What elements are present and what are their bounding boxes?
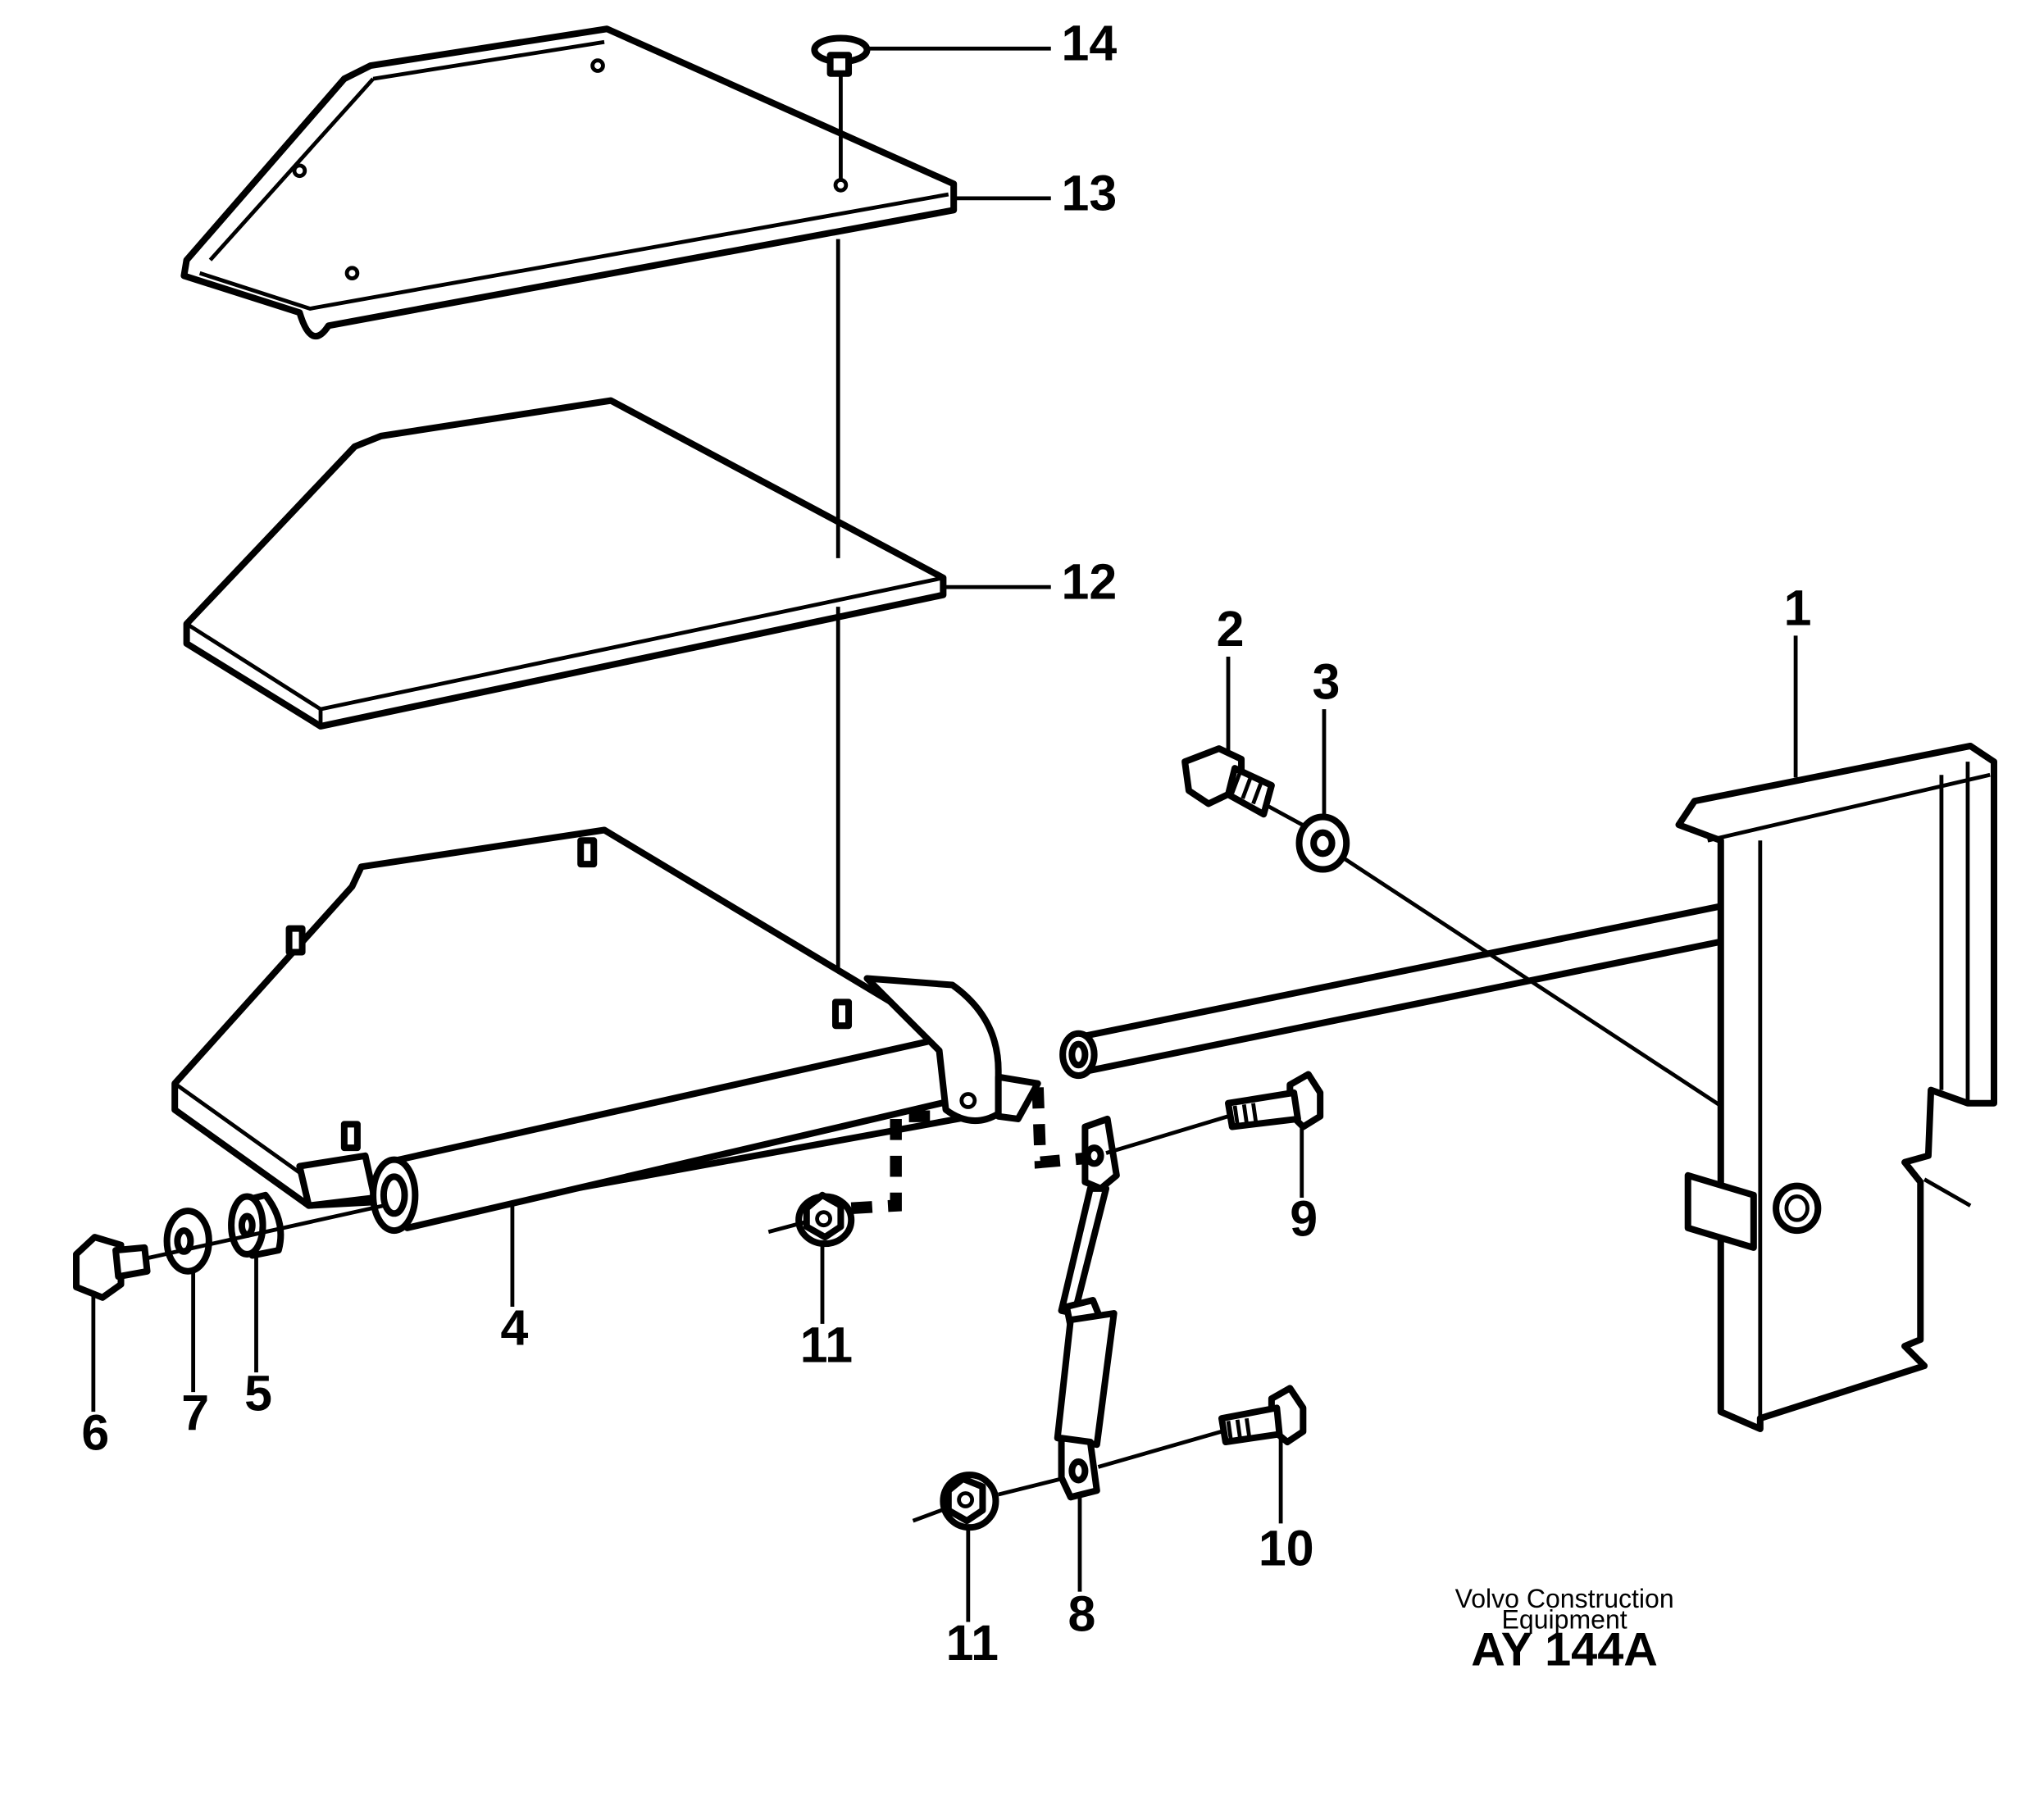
part-8-gas-strut: [1054, 1115, 1120, 1501]
drawing-code: AY 144A: [1471, 1623, 1658, 1676]
part-9-bolt: [1225, 1071, 1324, 1130]
callout-10: 10: [1259, 1521, 1314, 1576]
part-10-bolt: [1218, 1385, 1307, 1446]
callout-5: 5: [244, 1366, 272, 1422]
dashed-route-lower: [1031, 1087, 1086, 1169]
callout-leaders: [91, 46, 1798, 1622]
callout-2: 2: [1217, 601, 1245, 657]
part-1-frame: [1059, 742, 1998, 1433]
callout-6: 6: [81, 1405, 109, 1461]
part-6-bolt: [73, 1234, 151, 1301]
maker-line-2: Equipment: [1502, 1605, 1627, 1635]
part-2-bolt: [1181, 745, 1309, 830]
axis-line-left: [147, 1203, 385, 1261]
callout-12: 12: [1062, 554, 1118, 610]
part-12-cushion: [183, 397, 947, 730]
callout-9: 9: [1290, 1191, 1318, 1247]
callout-11-upper: 11: [800, 1317, 853, 1372]
callout-7: 7: [181, 1385, 209, 1441]
callout-14: 14: [1062, 16, 1118, 71]
maker-line-1: Volvo Construction: [1455, 1584, 1674, 1613]
part-7-washer: [163, 1208, 212, 1275]
callout-1: 1: [1784, 580, 1812, 636]
callout-13: 13: [1062, 165, 1118, 221]
callout-3: 3: [1313, 653, 1341, 709]
part-11-nut-upper: [795, 1191, 855, 1248]
part-11-nut-lower: [940, 1472, 999, 1531]
part-3-washer: [1295, 813, 1350, 873]
dashed-route-upper: [850, 1110, 944, 1215]
callout-8: 8: [1068, 1586, 1096, 1642]
callout-4: 4: [500, 1299, 528, 1355]
part-5-bushing: [228, 1191, 285, 1259]
part-4-seat-base: [171, 826, 1041, 1235]
callout-11-lower: 11: [946, 1615, 999, 1671]
part-13-top-cover: [180, 25, 958, 339]
